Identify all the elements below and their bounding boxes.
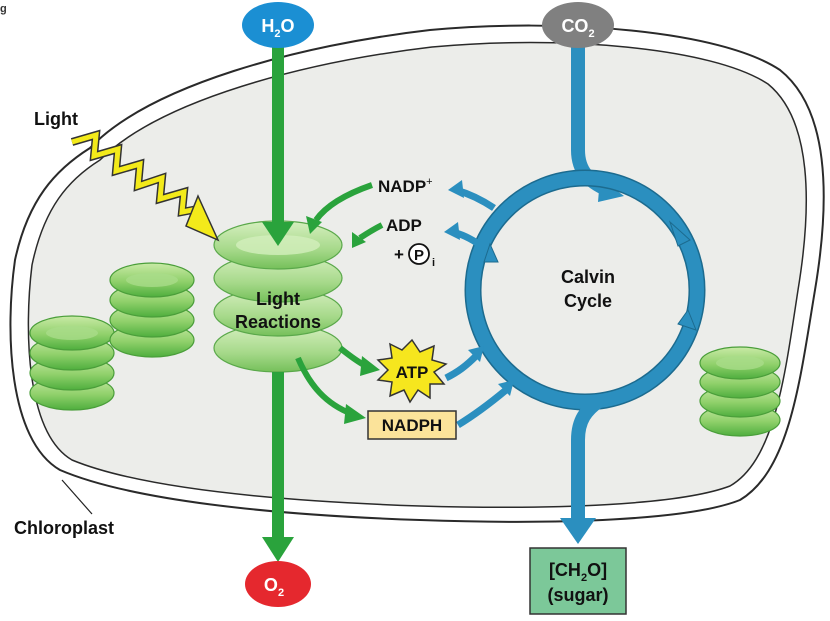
nadp-to-light-reactions-arrowhead: [306, 216, 322, 234]
light-reactions-to-nadph-arrowhead: [344, 404, 366, 424]
light-label: Light: [34, 109, 78, 129]
nadph-label: NADPH: [382, 416, 442, 435]
sugar-output-box: [529, 547, 627, 615]
light-reactions-to-nadph-arrow: [295, 356, 354, 417]
atp-to-cycle-arrowhead: [468, 346, 484, 362]
nadp-to-light-reactions-arrow: [313, 182, 373, 222]
atp-label: ATP: [396, 363, 429, 382]
adp-label: ADP: [386, 216, 422, 235]
adp-to-light-reactions-arrow: [358, 222, 384, 241]
thylakoid-stack-right: [699, 346, 781, 437]
phosphate-label: P: [414, 247, 424, 264]
sugar-output-arrow: [571, 394, 605, 520]
calvin-cycle-arrowhead-left: [483, 242, 499, 263]
nadph-box: [367, 410, 457, 440]
plus-sign: +: [394, 245, 404, 264]
nadph-to-cycle-arrow: [456, 387, 509, 428]
light-reactions-label-line1: Light: [256, 289, 300, 309]
calvin-cycle-label-line2: Cycle: [564, 291, 612, 311]
corner-label: g: [0, 3, 7, 15]
atp-to-cycle-arrow: [444, 353, 479, 382]
chloroplast-leader-line: [61, 479, 93, 515]
oxygen-output-oval: [245, 561, 311, 607]
sugar-formula-label: [CH2O]: [549, 560, 607, 584]
adp-to-light-reactions-arrowhead: [352, 232, 366, 248]
oxygen-output-arrowhead: [262, 537, 294, 562]
light-reactions-to-atp-arrowhead: [360, 356, 380, 376]
thylakoid-stack-left: [29, 315, 115, 411]
oxygen-label: O2: [264, 575, 284, 599]
adp-regeneration-arrowhead: [444, 222, 460, 240]
nadph-to-cycle-arrowhead: [498, 380, 514, 396]
water-input-arrowhead: [262, 222, 294, 246]
phosphate-subscript: i: [432, 257, 435, 269]
thylakoid-stack-middle: [109, 262, 195, 358]
sugar-output-arrowhead: [560, 518, 596, 544]
atp-burst: [376, 338, 448, 404]
calvin-cycle-ring: [466, 171, 704, 409]
sugar-name-label: (sugar): [547, 585, 608, 605]
nadp-label: NADP+: [378, 176, 433, 196]
carbon-dioxide-input-oval: [542, 2, 614, 48]
light-reactions-label-line2: Reactions: [235, 312, 321, 332]
phosphate-circle-icon: [408, 243, 430, 265]
calvin-cycle-arrowhead-lower: [677, 308, 697, 331]
nadp-regeneration-arrowhead: [448, 180, 464, 198]
water-label: H2O: [261, 16, 294, 40]
calvin-cycle-arrowhead-right: [668, 220, 691, 247]
water-input-oval: [242, 2, 314, 48]
carbon-dioxide-label: CO2: [561, 16, 594, 40]
calvin-cycle-label-line1: Calvin: [561, 267, 615, 287]
lightning-arrowhead-icon: [185, 194, 220, 242]
chloroplast-label: Chloroplast: [14, 518, 114, 538]
